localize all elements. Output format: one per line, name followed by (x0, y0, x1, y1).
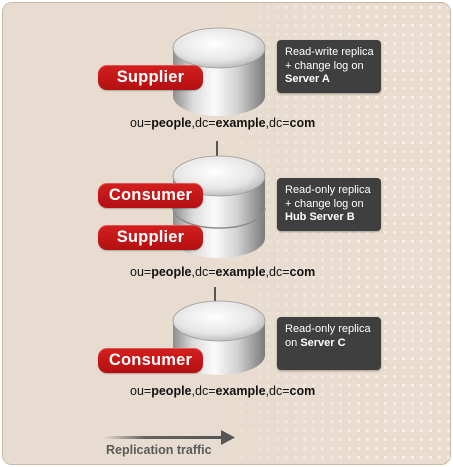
description-line: + change log on (285, 197, 364, 210)
server-name: Server C (300, 336, 346, 349)
description-box-hub-server-b: Read-only replica + change log on Hub Se… (277, 178, 381, 231)
description-box-server-a: Read-write replica + change log on Serve… (277, 40, 381, 93)
dn-label-server-a: ou=people,dc=example,dc=com (130, 116, 316, 130)
description-line: Read-only replica (285, 184, 371, 196)
description-line: + change log on (285, 59, 364, 72)
description-box-server-c: Read-only replica on Server C (277, 317, 381, 370)
role-tag-consumer: Consumer (98, 348, 203, 373)
role-tag-supplier: Supplier (98, 225, 203, 250)
dn-label-server-c: ou=people,dc=example,dc=com (130, 384, 316, 398)
role-tag-consumer: Consumer (98, 183, 203, 208)
server-name: Hub Server B (285, 211, 355, 223)
description-line: on Server C (285, 336, 346, 349)
description-line: Read-write replica (285, 46, 374, 58)
role-tag-supplier: Supplier (98, 65, 203, 90)
server-name: Server A (285, 73, 330, 85)
dn-label-hub-server-b: ou=people,dc=example,dc=com (130, 265, 316, 279)
legend-arrow-icon (103, 430, 235, 445)
description-line: Read-only replica (285, 323, 371, 335)
legend-label: Replication traffic (106, 443, 212, 457)
